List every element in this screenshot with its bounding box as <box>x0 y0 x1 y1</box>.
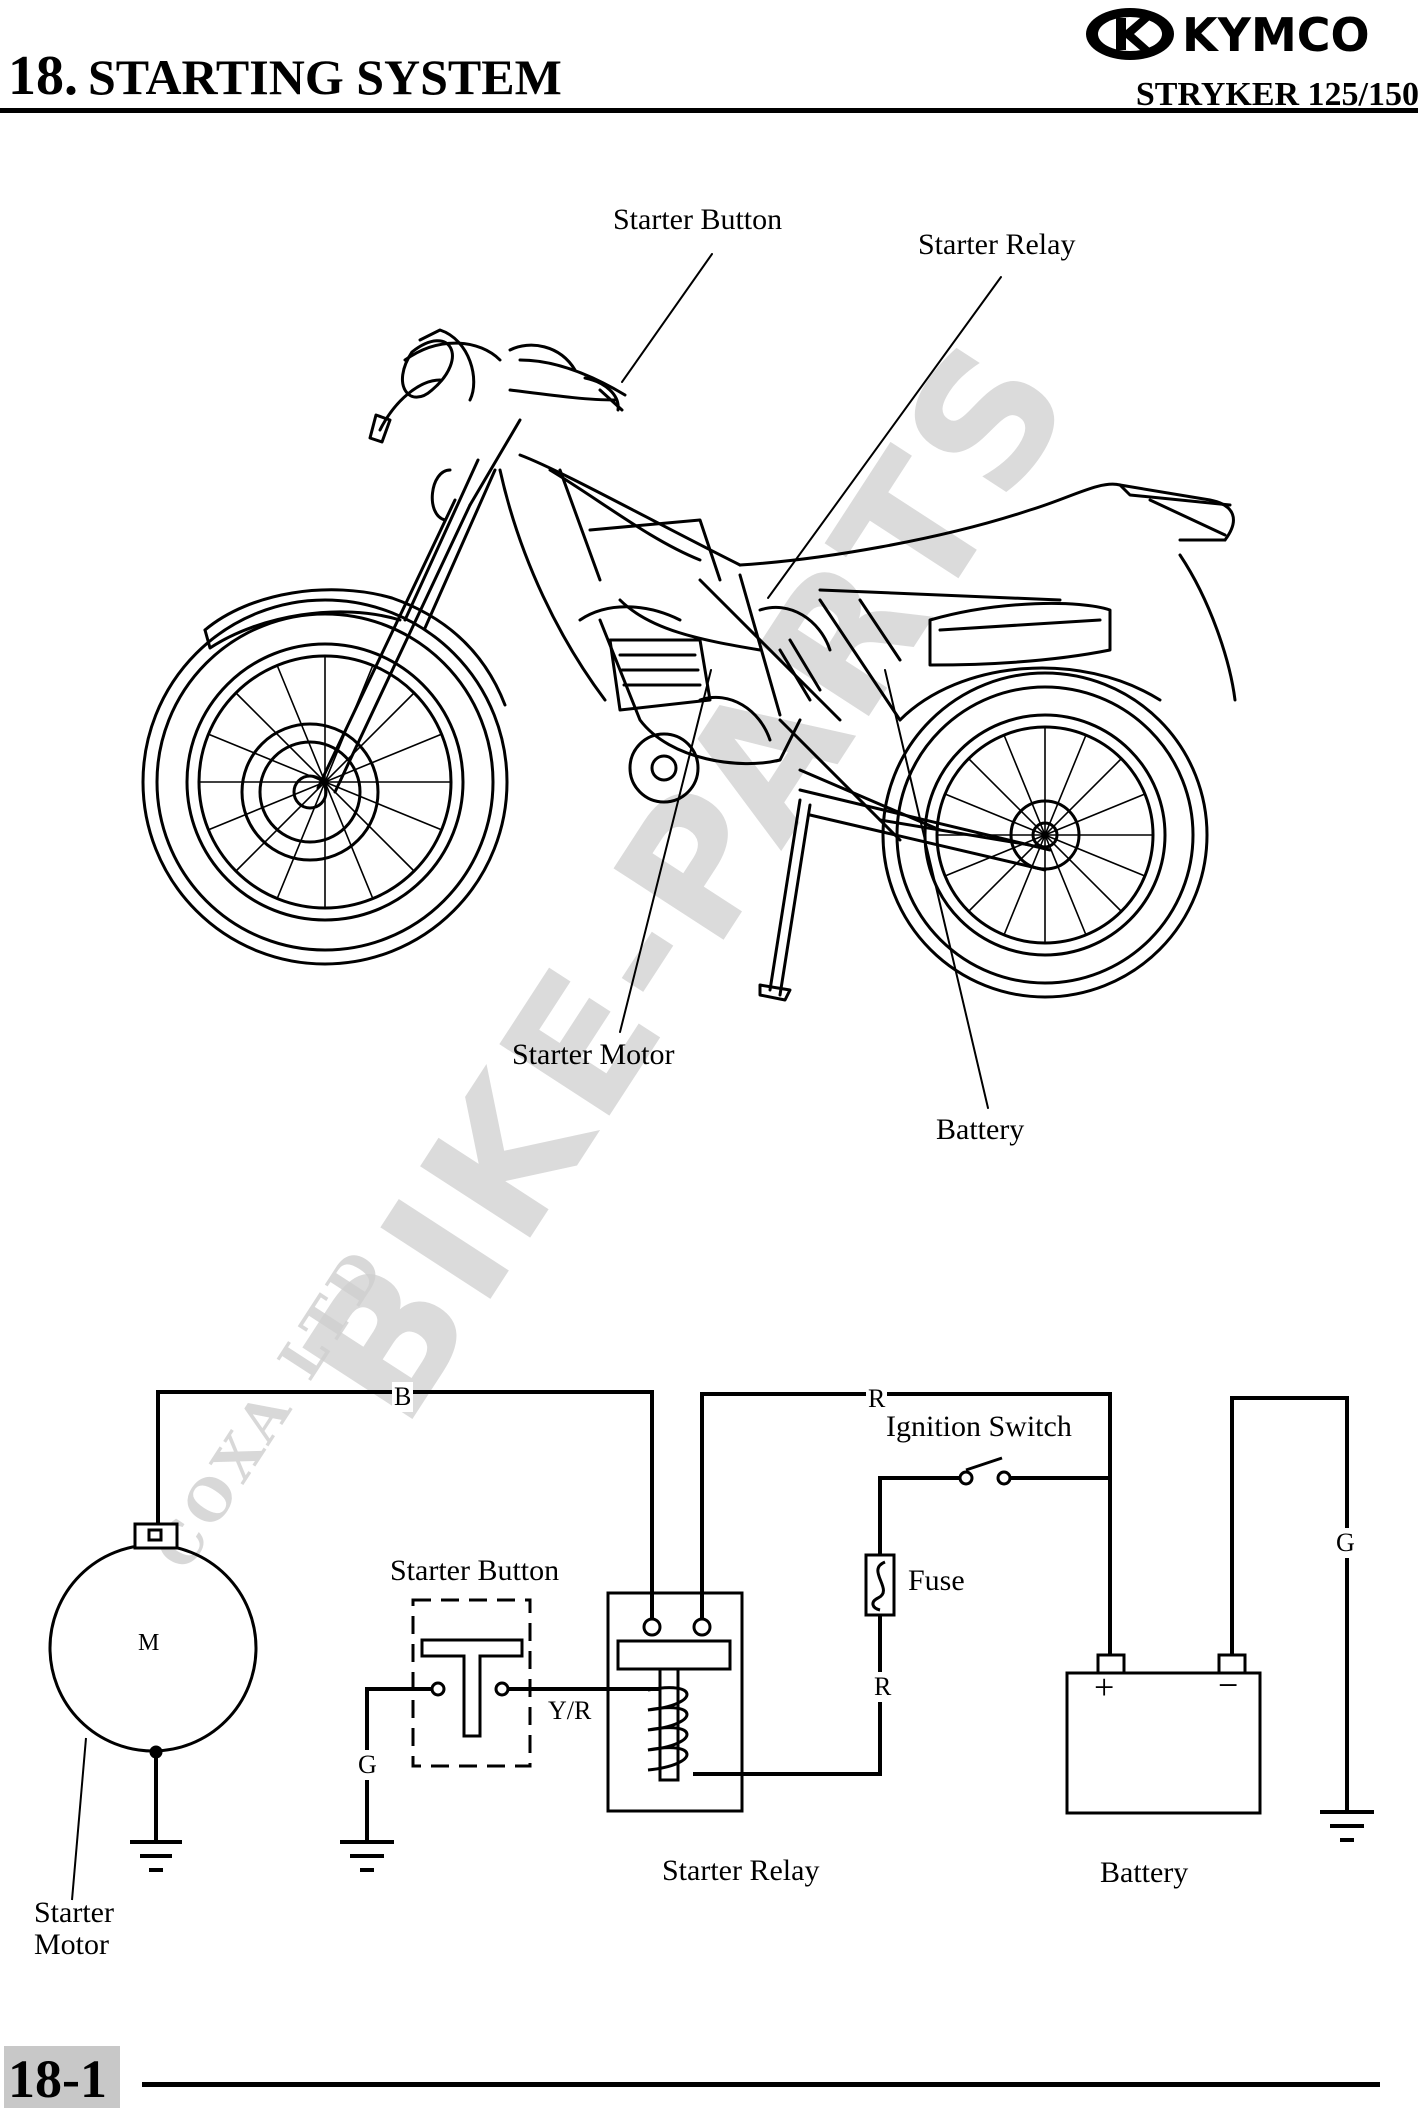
label-starter-relay-wiring: Starter Relay <box>662 1854 820 1887</box>
starter-relay-box <box>606 1591 744 1813</box>
motorcycle-illustration <box>141 253 1237 1109</box>
wire-label-b: B <box>392 1382 414 1412</box>
label-starter-motor-wiring-1: Starter <box>34 1896 114 1929</box>
label-battery: Battery <box>936 1113 1025 1146</box>
page-number-badge <box>4 2046 120 2108</box>
starter-button-box <box>411 1598 532 1768</box>
label-starter-button: Starter Button <box>613 203 783 236</box>
label-fuse: Fuse <box>908 1564 965 1597</box>
battery-symbol <box>1065 1671 1262 1815</box>
motor-symbol-label: M <box>138 1630 160 1656</box>
footer-rule <box>142 2082 1380 2087</box>
wiring-diagram <box>154 1390 1349 1844</box>
wire-label-yr: Y/R <box>548 1696 592 1725</box>
page-number: 18-1 <box>8 2049 107 2109</box>
label-starter-relay: Starter Relay <box>918 228 1076 261</box>
label-ignition-switch: Ignition Switch <box>886 1410 1072 1443</box>
wire-label-g-right: G <box>1334 1528 1357 1558</box>
chapter-title: STARTING SYSTEM <box>88 49 562 105</box>
wiring-symbols <box>48 1456 1374 1901</box>
header-rule <box>0 108 1418 113</box>
label-starter-motor-wiring-2: Motor <box>34 1928 109 1961</box>
wire-label-r-mid: R <box>872 1672 894 1702</box>
brand-name: KYMCO <box>1182 8 1370 62</box>
wire-label-r-top: R <box>866 1384 888 1414</box>
chapter-heading: 18.STARTING SYSTEM <box>8 44 562 108</box>
label-starter-button-wiring: Starter Button <box>390 1554 560 1587</box>
battery-plus-sign: + <box>1094 1667 1115 1707</box>
battery-minus-sign: − <box>1218 1665 1239 1705</box>
chapter-number: 18. <box>8 45 78 107</box>
starter-button-plunger <box>420 1638 524 1738</box>
label-starter-motor: Starter Motor <box>512 1038 675 1071</box>
kymco-logo: KYMCO <box>1086 8 1370 62</box>
model-name: STRYKER 125/150 <box>1135 76 1419 113</box>
label-battery-wiring: Battery <box>1100 1856 1189 1889</box>
wire-label-g-left: G <box>356 1750 379 1780</box>
